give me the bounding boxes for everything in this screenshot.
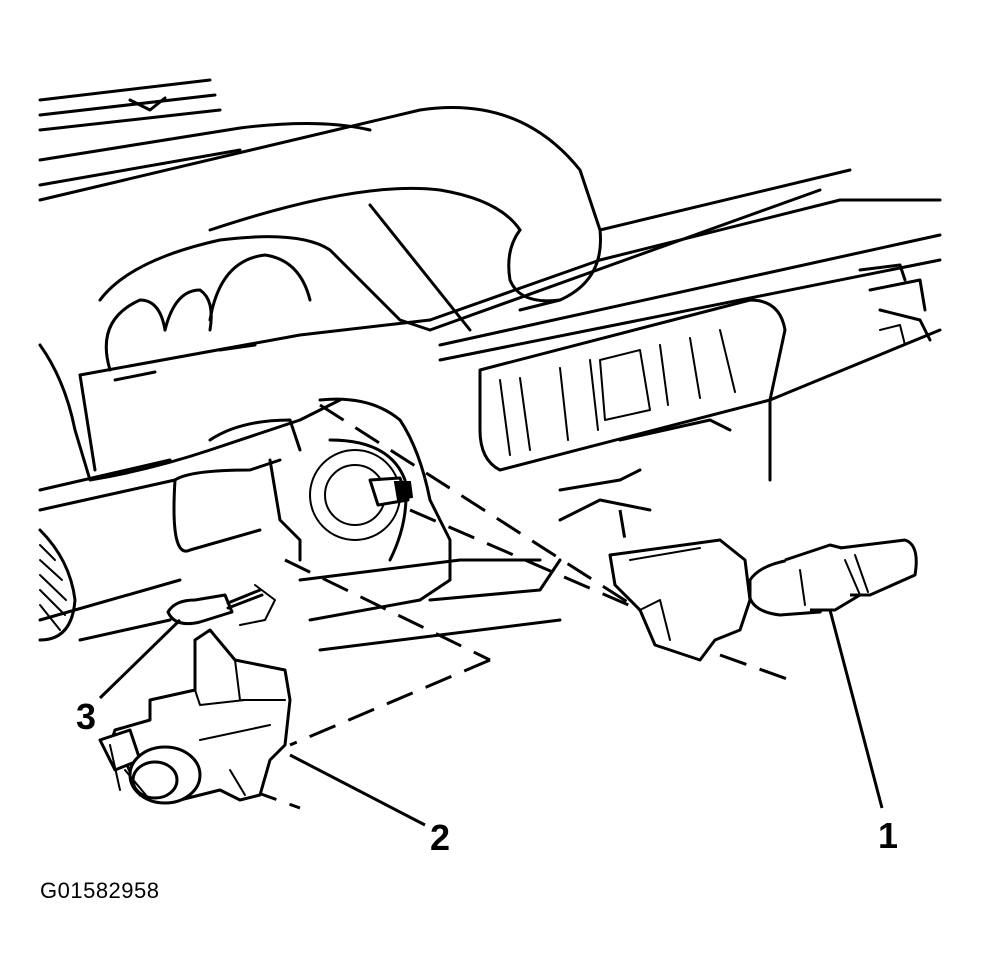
callout-number-3: 3 — [76, 696, 97, 737]
speaker-grille-icon — [38, 528, 77, 642]
callout-number-1: 1 — [878, 815, 899, 856]
screwdriver-icon — [166, 584, 276, 626]
ignition-switch-assembly-icon — [98, 628, 292, 805]
instrument-cluster-icon — [78, 253, 432, 472]
callout-leader-lines — [98, 609, 884, 827]
callout-number-2: 2 — [430, 817, 451, 858]
dashboard-panel-icon — [38, 168, 942, 512]
windshield-lines-icon — [38, 78, 372, 187]
leader-line-3 — [98, 618, 182, 700]
leader-line-1 — [828, 609, 884, 809]
multifunction-switch-lever-icon — [608, 538, 918, 662]
figure-id: G01582958 — [40, 878, 160, 903]
dashboard-crown-icon — [38, 106, 602, 332]
steering-column-icon — [38, 397, 652, 652]
leader-line-2 — [289, 753, 426, 827]
side-vent-icon — [858, 263, 932, 346]
air-vent-icon — [478, 298, 787, 472]
